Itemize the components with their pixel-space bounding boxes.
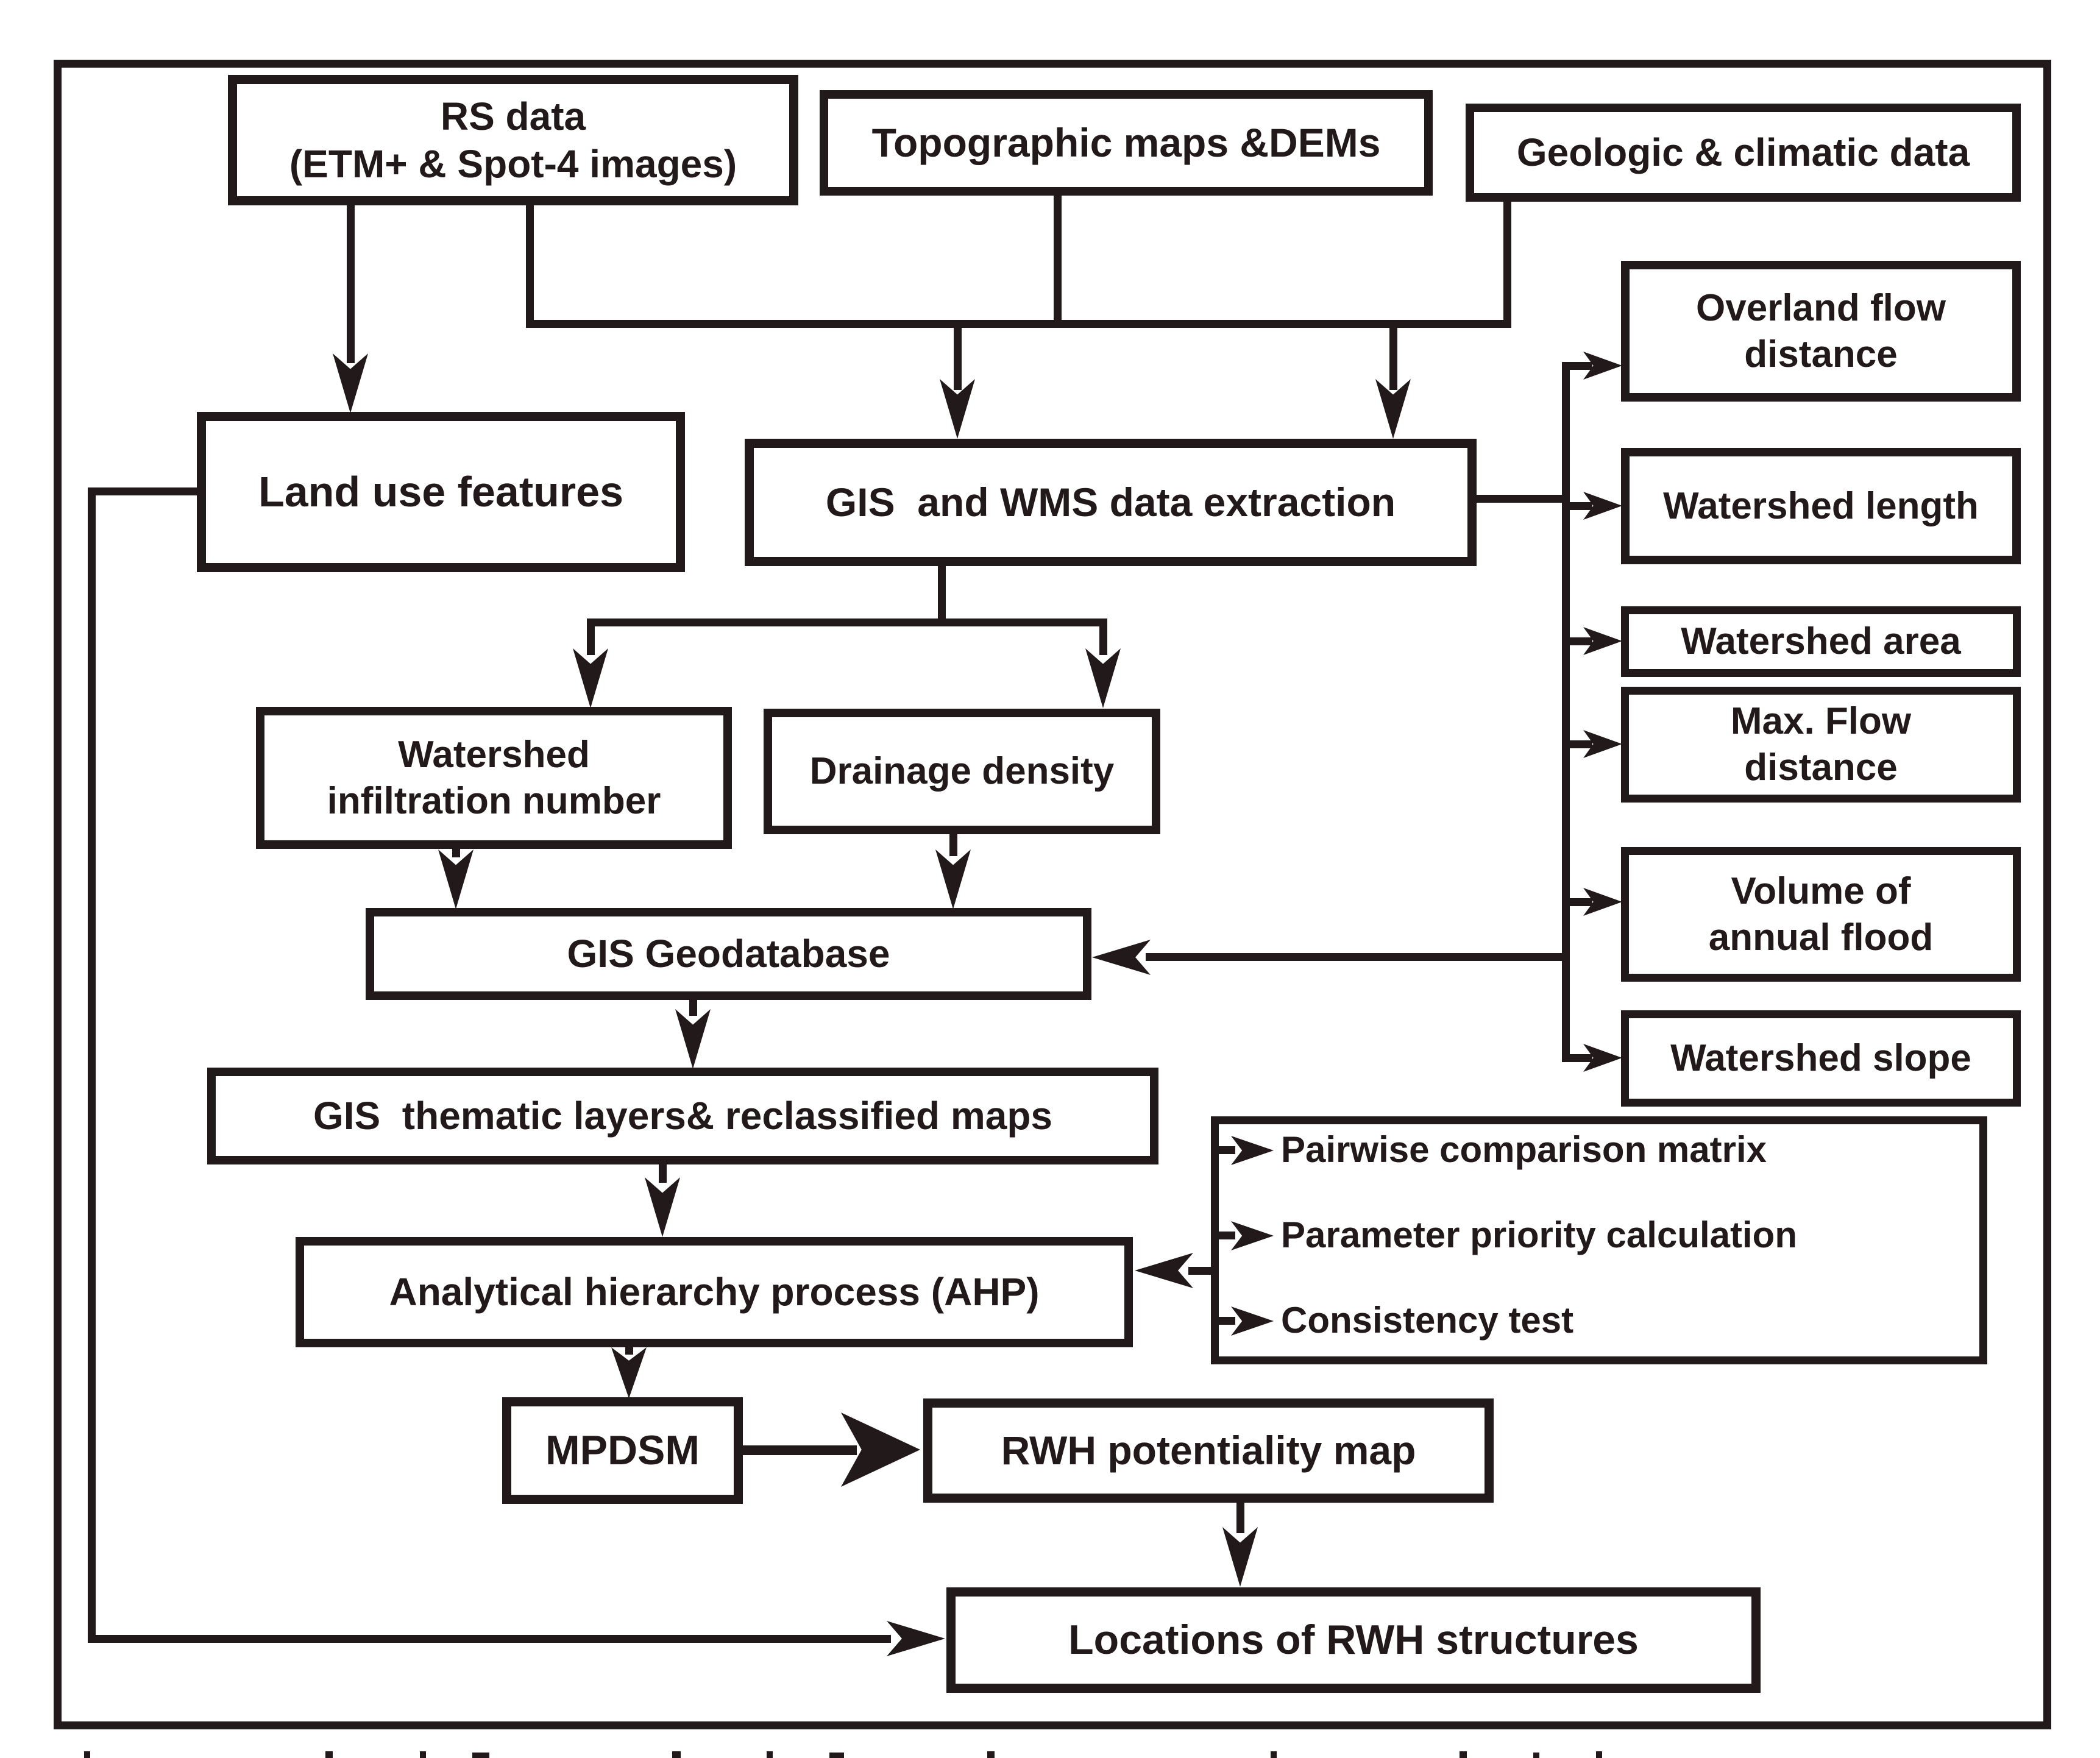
node-rs-data: RS data (ETM+ & Spot-4 images) (228, 75, 798, 205)
node-ahp-steps-block (1211, 1116, 1987, 1364)
connector-ahp-step-1 (1211, 1146, 1235, 1154)
node-watershed-area: Watershed area (1621, 606, 2021, 677)
connector-giswms-right-stub (1475, 495, 1570, 503)
node-max-flow-distance: Max. Flow distance (1621, 687, 2021, 803)
connector-split-rail (587, 618, 1107, 626)
connector-mpdsm-right (741, 1445, 857, 1455)
connector-giswms-down (938, 565, 946, 626)
connector-stub-overland (1562, 362, 1592, 370)
connector-stub-wslope (1562, 1054, 1592, 1062)
node-mpdsm: MPDSM (502, 1397, 743, 1504)
connector-ahp-step-2 (1211, 1232, 1235, 1239)
connector-landuse-left-stub (88, 487, 198, 495)
connector-left-spine (88, 487, 96, 1643)
connector-rwhmap-down (1236, 1503, 1244, 1533)
ahp-step-consistency: Consistency test (1281, 1300, 1574, 1341)
node-locations-rwh-structures: Locations of RWH structures (946, 1587, 1761, 1693)
node-rwh-potentiality-map: RWH potentiality map (923, 1398, 1494, 1503)
node-topographic-maps: Topographic maps &DEMs (820, 90, 1433, 196)
node-ahp: Analytical hierarchy process (AHP) (296, 1237, 1133, 1347)
node-watershed-length: Watershed length (1621, 448, 2021, 564)
node-geologic-climatic-data: Geologic & climatic data (1466, 104, 2021, 202)
connector-rail-to-giswms-right (1389, 320, 1397, 390)
connector-stub-maxflow (1562, 740, 1592, 748)
node-watershed-slope: Watershed slope (1621, 1010, 2021, 1107)
node-gis-wms-extraction: GIS and WMS data extraction (745, 439, 1477, 566)
connector-steps-to-ahp (1188, 1267, 1219, 1275)
connector-rs-to-rail (526, 204, 534, 328)
diagram-outer-border (54, 60, 2051, 1729)
connector-geo-to-rail (1503, 200, 1511, 328)
node-watershed-infiltration-number: Watershed infiltration number (256, 707, 732, 849)
node-overland-flow-distance: Overland flow distance (1621, 261, 2021, 402)
connector-ahp-step-3 (1211, 1317, 1235, 1325)
connector-drainage-down (949, 834, 957, 856)
connector-bottom-rail (88, 1635, 891, 1643)
node-volume-annual-flood: Volume of annual flood (1621, 847, 2021, 982)
connector-geodb-down (689, 1000, 697, 1016)
connector-infiltration-down (452, 849, 460, 857)
connector-split-left-drop (587, 618, 595, 655)
connector-stub-wlength (1562, 502, 1592, 510)
connector-stub-warea (1562, 637, 1592, 645)
node-gis-geodatabase: GIS Geodatabase (366, 908, 1091, 1000)
connector-top-rail (526, 320, 1511, 328)
connector-right-spine (1562, 362, 1570, 1062)
connector-stub-volume (1562, 898, 1592, 906)
node-drainage-density: Drainage density (764, 709, 1160, 834)
node-land-use-features: Land use features (197, 412, 685, 572)
connector-topo-to-rail (1054, 195, 1062, 328)
ahp-step-pairwise: Pairwise comparison matrix (1281, 1129, 1767, 1170)
connector-rs-to-landuse (347, 205, 355, 363)
node-thematic-layers: GIS thematic layers& reclassified maps (207, 1068, 1158, 1164)
connector-spine-to-geodb (1146, 953, 1570, 961)
connector-rail-to-giswms-left (954, 320, 962, 390)
connector-ahp-down (625, 1347, 633, 1355)
connector-thematic-down (659, 1164, 667, 1183)
ahp-step-priority: Parameter priority calculation (1281, 1214, 1797, 1255)
connector-split-right-drop (1099, 618, 1107, 655)
